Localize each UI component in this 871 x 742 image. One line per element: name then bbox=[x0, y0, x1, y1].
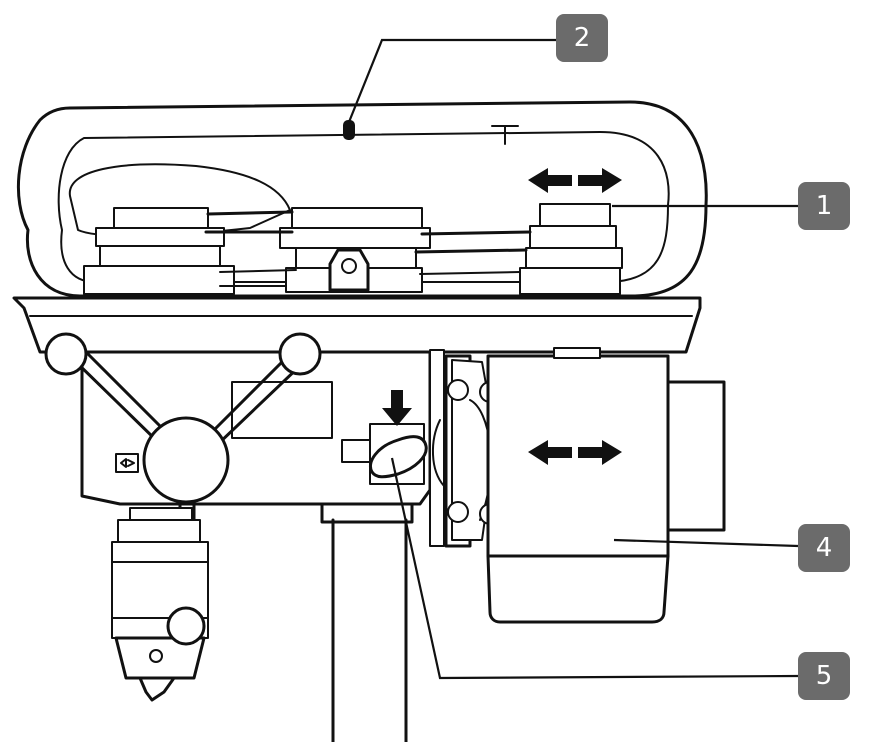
callout-number: 2 bbox=[574, 23, 591, 53]
callout-badge bbox=[556, 14, 608, 62]
spindle-pulley bbox=[83, 207, 235, 295]
callout-badge bbox=[798, 524, 850, 572]
cover-screw bbox=[343, 120, 355, 140]
callout-1: 1 bbox=[798, 182, 850, 230]
motor-mount bbox=[429, 349, 501, 548]
double-arrow-horizontal-icon bbox=[528, 440, 622, 465]
column bbox=[320, 490, 414, 742]
callout-number: 5 bbox=[816, 661, 833, 691]
callout-badge bbox=[798, 182, 850, 230]
handle-knob-left bbox=[44, 332, 88, 376]
chuck-key-knob bbox=[166, 606, 206, 646]
callout-2: 2 bbox=[556, 14, 608, 62]
callout-number: 4 bbox=[816, 533, 833, 563]
belt-guard-tray bbox=[12, 296, 702, 354]
cover-clip bbox=[491, 125, 519, 145]
callout-4: 4 bbox=[798, 524, 850, 572]
double-arrow-horizontal-icon bbox=[528, 168, 622, 193]
callout-number: 1 bbox=[816, 191, 833, 221]
tension-bracket bbox=[328, 248, 370, 292]
motor-pulley bbox=[519, 203, 623, 295]
belt bbox=[204, 210, 532, 287]
leader-lines bbox=[347, 38, 799, 680]
callout-badge bbox=[798, 652, 850, 700]
motor-lock-lever bbox=[341, 423, 428, 485]
chuck bbox=[111, 507, 209, 702]
feed-hub bbox=[142, 416, 230, 504]
arrow-down-icon bbox=[382, 390, 412, 426]
motor bbox=[486, 347, 726, 624]
motor-junction-box bbox=[664, 380, 726, 532]
callout-5: 5 bbox=[798, 652, 850, 700]
handle-knob-right bbox=[278, 332, 322, 376]
